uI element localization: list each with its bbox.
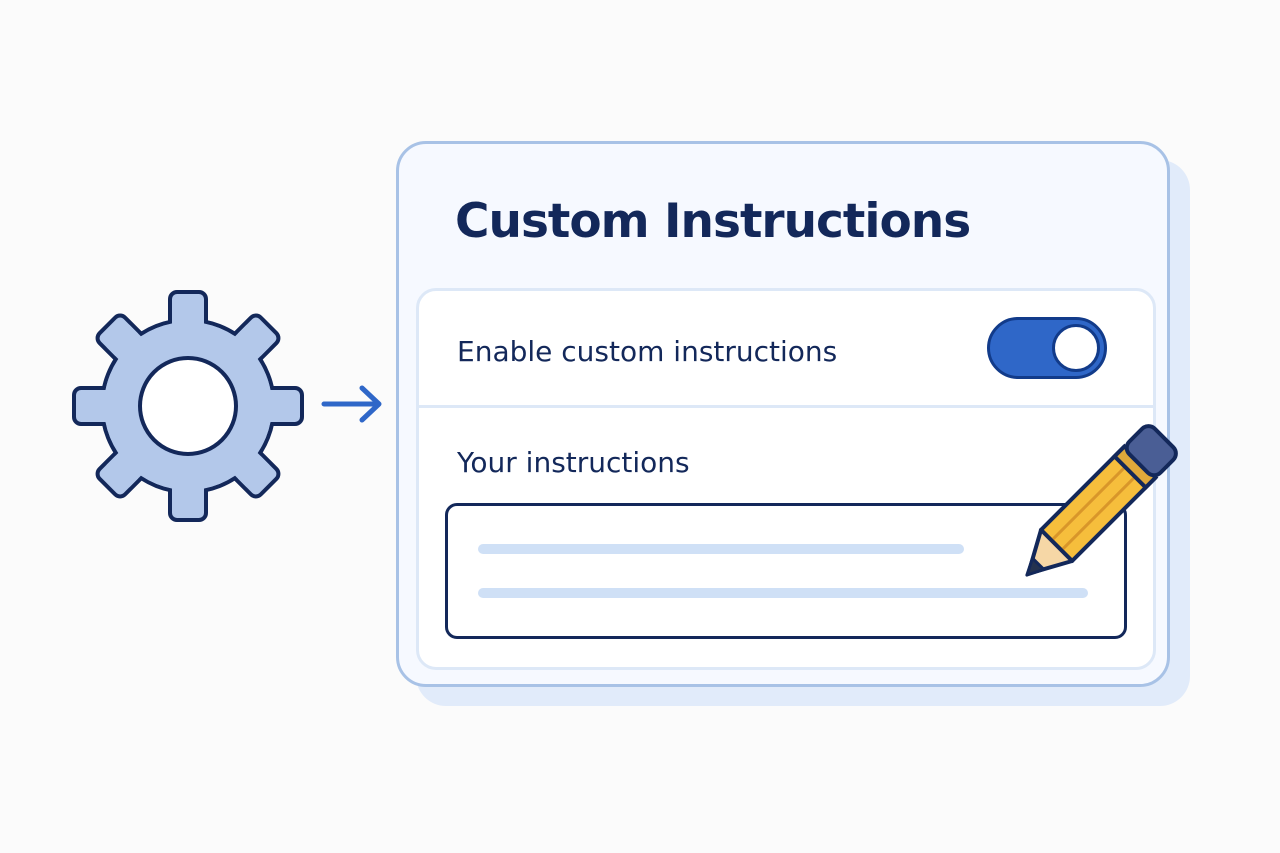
toggle-knob (1052, 324, 1100, 372)
custom-instructions-panel: Custom Instructions Enable custom instru… (396, 141, 1170, 687)
instructions-label: Your instructions (457, 446, 690, 479)
enable-toggle-label: Enable custom instructions (457, 335, 838, 368)
enable-custom-instructions-toggle[interactable] (987, 317, 1107, 379)
divider (419, 405, 1153, 408)
arrow-right-icon (318, 380, 388, 428)
pencil-icon (1000, 418, 1184, 604)
instructions-textarea[interactable] (445, 503, 1127, 639)
settings-card: Enable custom instructions Your instruct… (416, 288, 1156, 670)
placeholder-line (478, 588, 1088, 598)
placeholder-line (478, 544, 964, 554)
panel-title: Custom Instructions (455, 194, 971, 249)
gear-icon (66, 284, 310, 528)
